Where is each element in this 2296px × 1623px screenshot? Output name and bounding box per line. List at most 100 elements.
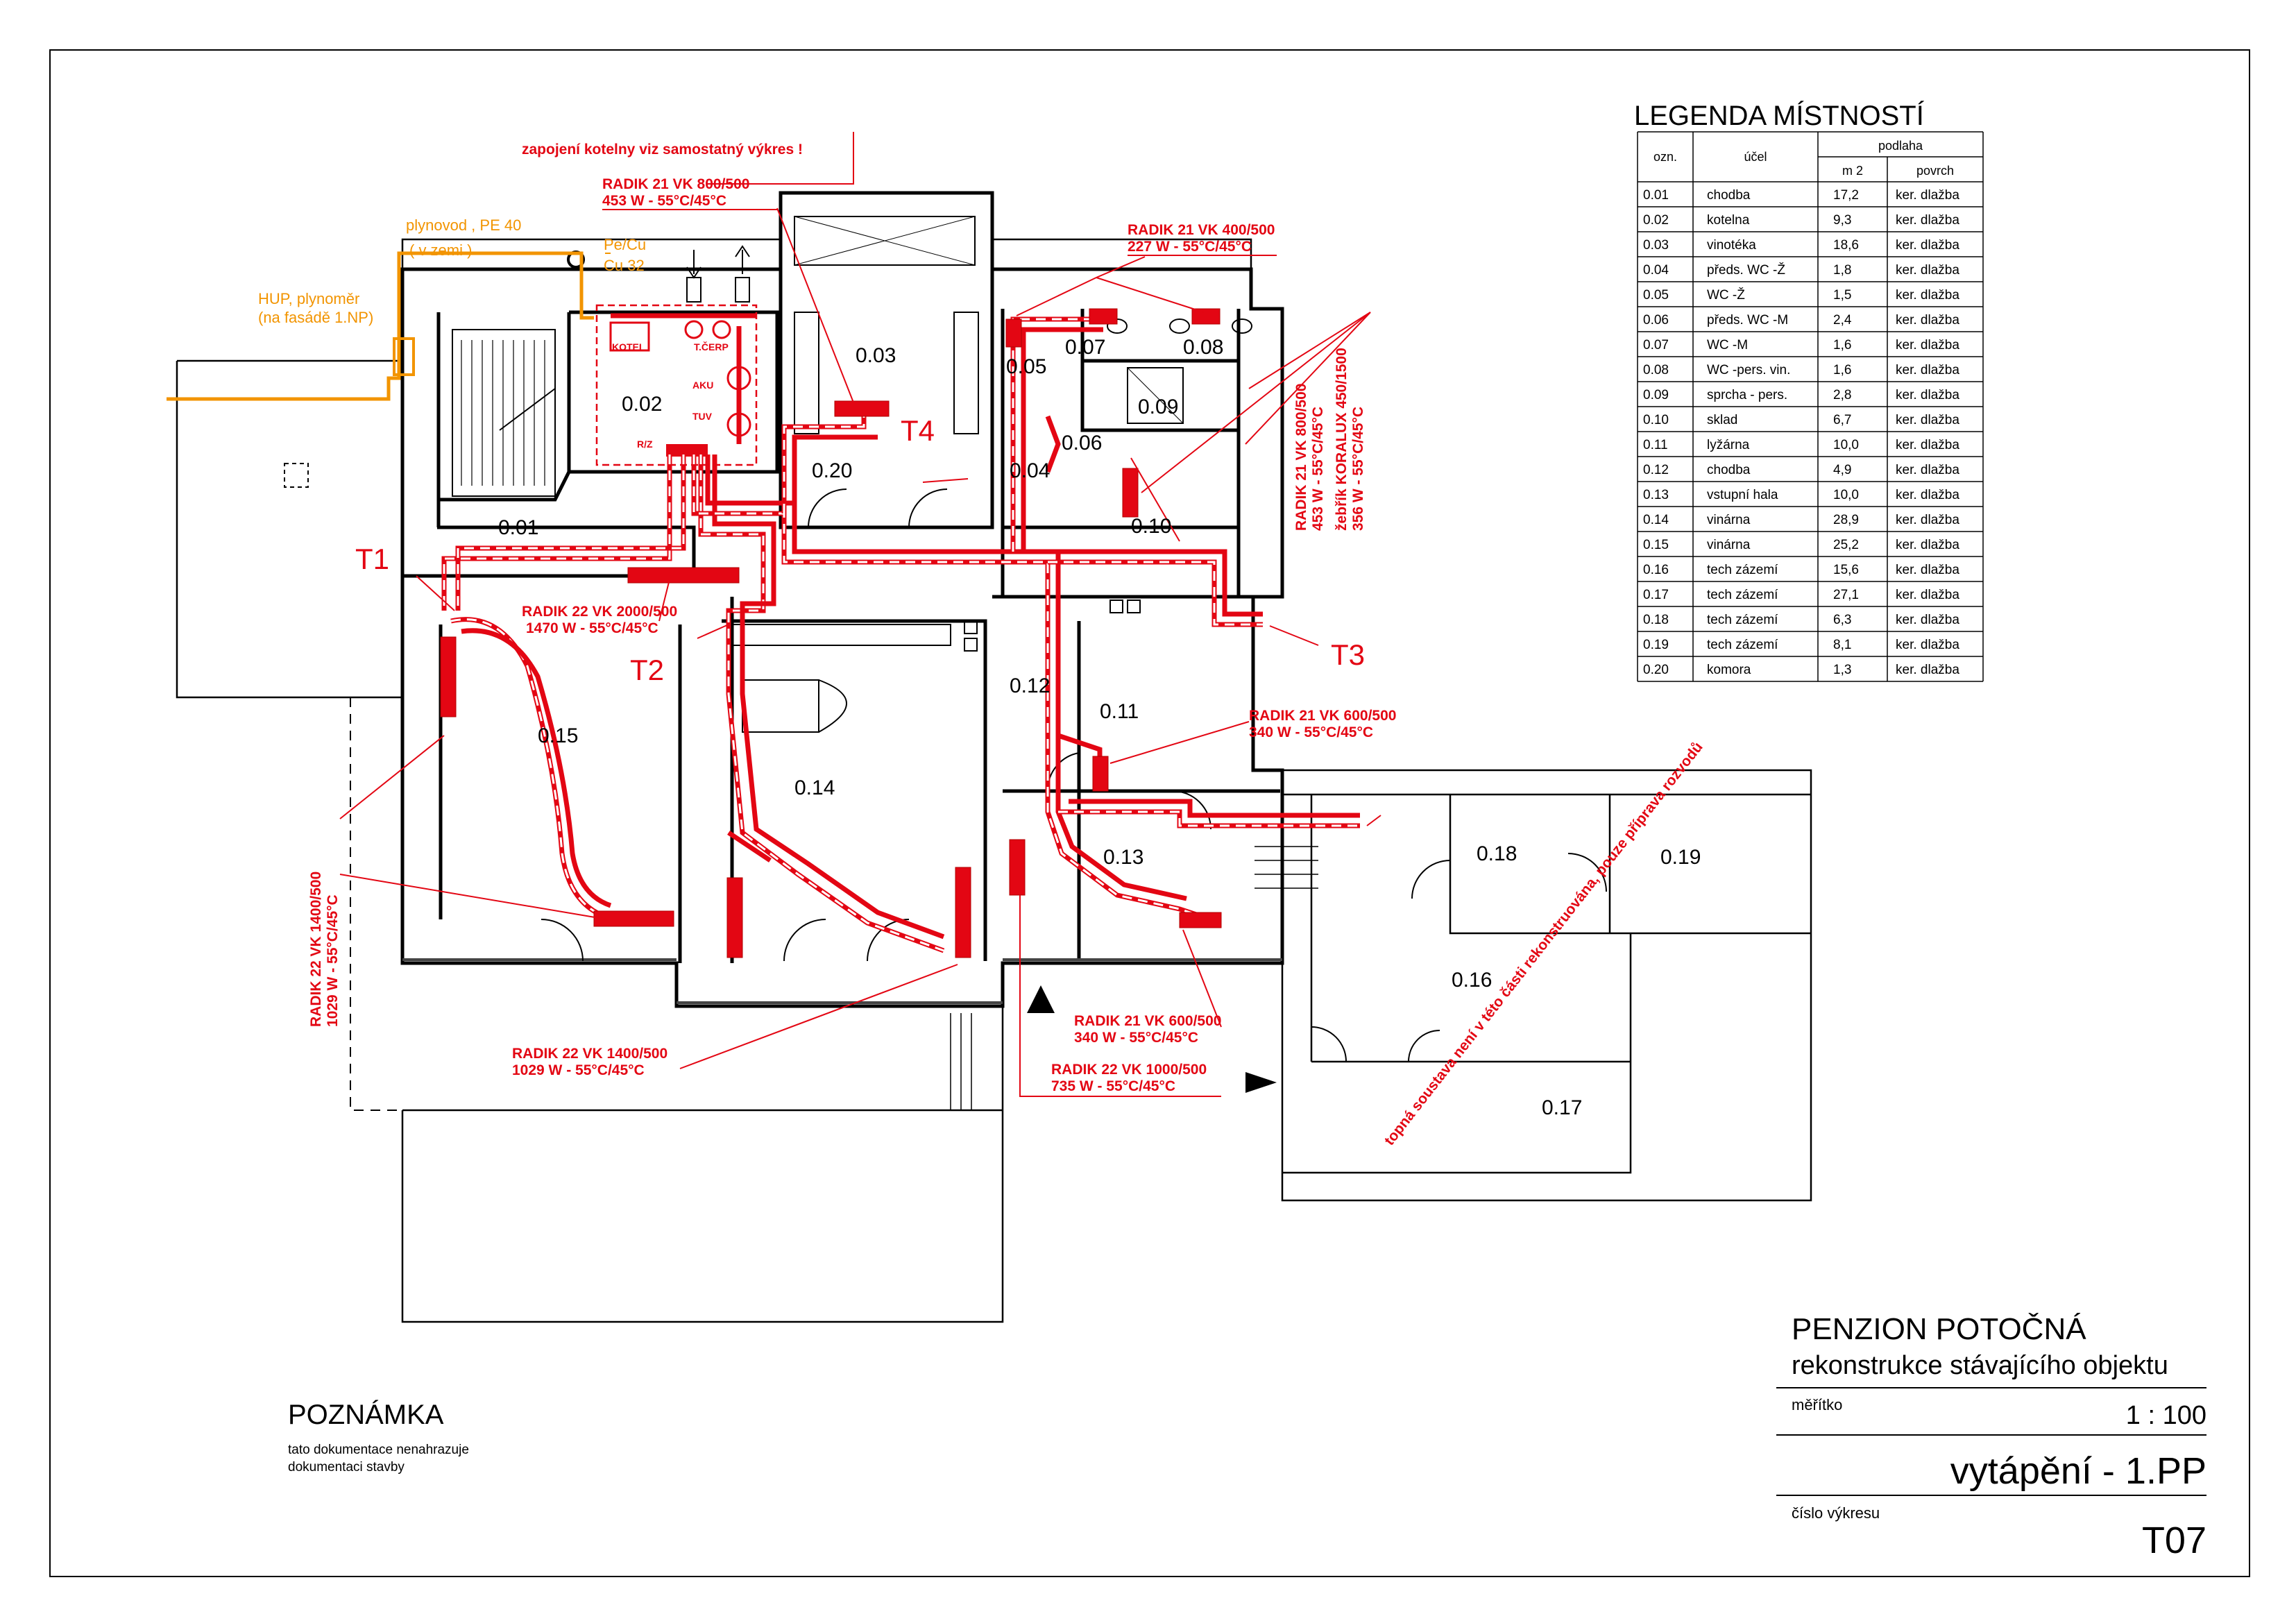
legend-cell-area: 6,7 — [1833, 413, 1851, 427]
legend-cell-area: 15,6 — [1833, 563, 1859, 577]
legend-col-surface: povrch — [1916, 164, 1954, 178]
svg-text:AKU: AKU — [692, 380, 713, 391]
svg-text:RADIK 22 VK 1400/500: RADIK 22 VK 1400/500 — [308, 872, 324, 1027]
legend-cell-purpose: vstupní hala — [1707, 488, 1778, 502]
legend-cell-code: 0.13 — [1643, 488, 1669, 502]
legend-cell-purpose: lyžárna — [1707, 438, 1750, 452]
legend-cell-purpose: kotelna — [1707, 213, 1750, 228]
room-labels: 0.01 0.02 0.03 0.04 0.05 0.06 0.07 0.08 … — [498, 336, 1701, 1119]
svg-text:( v zemi ): ( v zemi ) — [409, 241, 472, 259]
marker-t2: T2 — [630, 654, 664, 686]
legend-cell-area: 1,3 — [1833, 663, 1851, 677]
legend-cell-surface: ker. dlažba — [1896, 538, 1959, 552]
legend-cell-purpose: tech zázemí — [1707, 638, 1778, 652]
project-subtitle: rekonstrukce stávajícího objektu — [1792, 1351, 2168, 1380]
legend-cell-purpose: tech zázemí — [1707, 588, 1778, 602]
legend-cell-surface: ker. dlažba — [1896, 213, 1959, 228]
legend-cell-area: 4,9 — [1833, 463, 1851, 477]
boiler-room-equipment — [595, 245, 758, 466]
section-markers: T1 T2 T3 T4 — [355, 414, 1365, 686]
legend-cell-purpose: tech zázemí — [1707, 563, 1778, 577]
legend-cell-code: 0.07 — [1643, 338, 1669, 352]
room-label: 0.18 — [1477, 842, 1517, 865]
svg-text:zapojení kotelny viz samostatn: zapojení kotelny viz samostatný výkres ! — [522, 142, 803, 158]
legend-cell-purpose: vinotéka — [1707, 238, 1756, 253]
note-title: POZNÁMKA — [288, 1399, 444, 1430]
svg-text:453 W - 55°C/45°C: 453 W - 55°C/45°C — [602, 193, 726, 209]
room-label: 0.05 — [1006, 355, 1046, 378]
legend-cell-area: 9,3 — [1833, 213, 1851, 228]
room-label: 0.11 — [1100, 700, 1139, 723]
legend-cell-surface: ker. dlažba — [1896, 263, 1959, 278]
legend-cell-code: 0.19 — [1643, 638, 1669, 652]
legend-cell-surface: ker. dlažba — [1896, 338, 1959, 352]
legend-cell-surface: ker. dlažba — [1896, 363, 1959, 377]
room-label: 0.08 — [1183, 336, 1223, 359]
title-block: PENZION POTOČNÁ rekonstrukce stávajícího… — [1776, 1311, 2206, 1561]
svg-text:RADIK 22 VK 2000/500: RADIK 22 VK 2000/500 — [522, 604, 677, 620]
legend-cell-code: 0.17 — [1643, 588, 1669, 602]
legend-cell-area: 1,5 — [1833, 288, 1851, 303]
legend-cell-purpose: sklad — [1707, 413, 1737, 427]
legend-cell-surface: ker. dlažba — [1896, 488, 1959, 502]
legend-cell-area: 17,2 — [1833, 188, 1859, 203]
room-label: 0.01 — [498, 516, 538, 539]
legend-cell-surface: ker. dlažba — [1896, 663, 1959, 677]
svg-text:RADIK 21 VK 600/500: RADIK 21 VK 600/500 — [1249, 708, 1396, 724]
leader-lines — [339, 132, 1381, 1097]
legend-cell-purpose: vinárna — [1707, 513, 1751, 527]
svg-text:1029 W - 55°C/45°C: 1029 W - 55°C/45°C — [512, 1062, 645, 1078]
legend-cell-code: 0.06 — [1643, 313, 1669, 328]
legend-cell-surface: ker. dlažba — [1896, 238, 1959, 253]
legend-cell-purpose: WC -M — [1707, 338, 1748, 352]
legend-cell-surface: ker. dlažba — [1896, 438, 1959, 452]
svg-text:1029 W - 55°C/45°C: 1029 W - 55°C/45°C — [325, 894, 341, 1027]
legend-col-area: m 2 — [1842, 164, 1863, 178]
svg-text:340 W - 55°C/45°C: 340 W - 55°C/45°C — [1074, 1030, 1198, 1046]
room-label: 0.19 — [1660, 846, 1701, 869]
svg-text:plynovod , PE 40: plynovod , PE 40 — [406, 216, 521, 234]
legend-cell-area: 2,8 — [1833, 388, 1851, 402]
gas-line — [167, 251, 611, 401]
legend-cell-code: 0.10 — [1643, 413, 1669, 427]
legend-cell-code: 0.01 — [1643, 188, 1669, 203]
legend-cell-surface: ker. dlažba — [1896, 313, 1959, 328]
svg-text:RADIK 22 VK 1000/500: RADIK 22 VK 1000/500 — [1051, 1062, 1207, 1078]
svg-text:Cu 32: Cu 32 — [604, 257, 645, 274]
room-label: 0.03 — [856, 344, 896, 367]
radiators — [440, 308, 1222, 958]
legend-cell-area: 18,6 — [1833, 238, 1859, 253]
project-name: PENZION POTOČNÁ — [1792, 1311, 2086, 1346]
room-label: 0.13 — [1103, 846, 1143, 869]
legend-cell-area: 1,6 — [1833, 363, 1851, 377]
heating-note: topná soustava není v této části rekonst… — [1381, 739, 1706, 1148]
legend-cell-purpose: vinárna — [1707, 538, 1751, 552]
svg-text:HUP, plynoměr: HUP, plynoměr — [258, 290, 359, 307]
legend-cell-surface: ker. dlažba — [1896, 513, 1959, 527]
room-label: 0.12 — [1010, 674, 1050, 697]
legend-cell-area: 27,1 — [1833, 588, 1859, 602]
legend-cell-code: 0.02 — [1643, 213, 1669, 228]
legend-cell-code: 0.03 — [1643, 238, 1669, 253]
svg-text:RADIK 21 VK 600/500: RADIK 21 VK 600/500 — [1074, 1013, 1221, 1029]
legend-cell-purpose: chodba — [1707, 188, 1751, 203]
room-label: 0.20 — [812, 459, 852, 482]
heating-pipes — [441, 316, 1360, 953]
legend-cell-surface: ker. dlažba — [1896, 288, 1959, 303]
gas-labels: plynovod , PE 40 ( v zemi ) HUP, plynomě… — [258, 216, 646, 326]
svg-text:T.ČERP: T.ČERP — [694, 341, 729, 352]
svg-text:Pe/Cu: Pe/Cu — [604, 236, 646, 253]
room-label: 0.14 — [794, 776, 835, 799]
room-label: 0.07 — [1065, 336, 1105, 359]
legend-title: LEGENDA MÍSTNOSTÍ — [1634, 100, 1925, 131]
room-label: 0.06 — [1062, 432, 1102, 454]
legend-cell-code: 0.18 — [1643, 613, 1669, 627]
svg-text:227 W - 55°C/45°C: 227 W - 55°C/45°C — [1128, 239, 1252, 255]
legend-cell-purpose: komora — [1707, 663, 1751, 677]
sheet-frame — [49, 49, 2250, 1577]
legend-cell-surface: ker. dlažba — [1896, 638, 1959, 652]
legend-cell-area: 1,8 — [1833, 263, 1851, 278]
room-label: 0.04 — [1010, 459, 1050, 482]
